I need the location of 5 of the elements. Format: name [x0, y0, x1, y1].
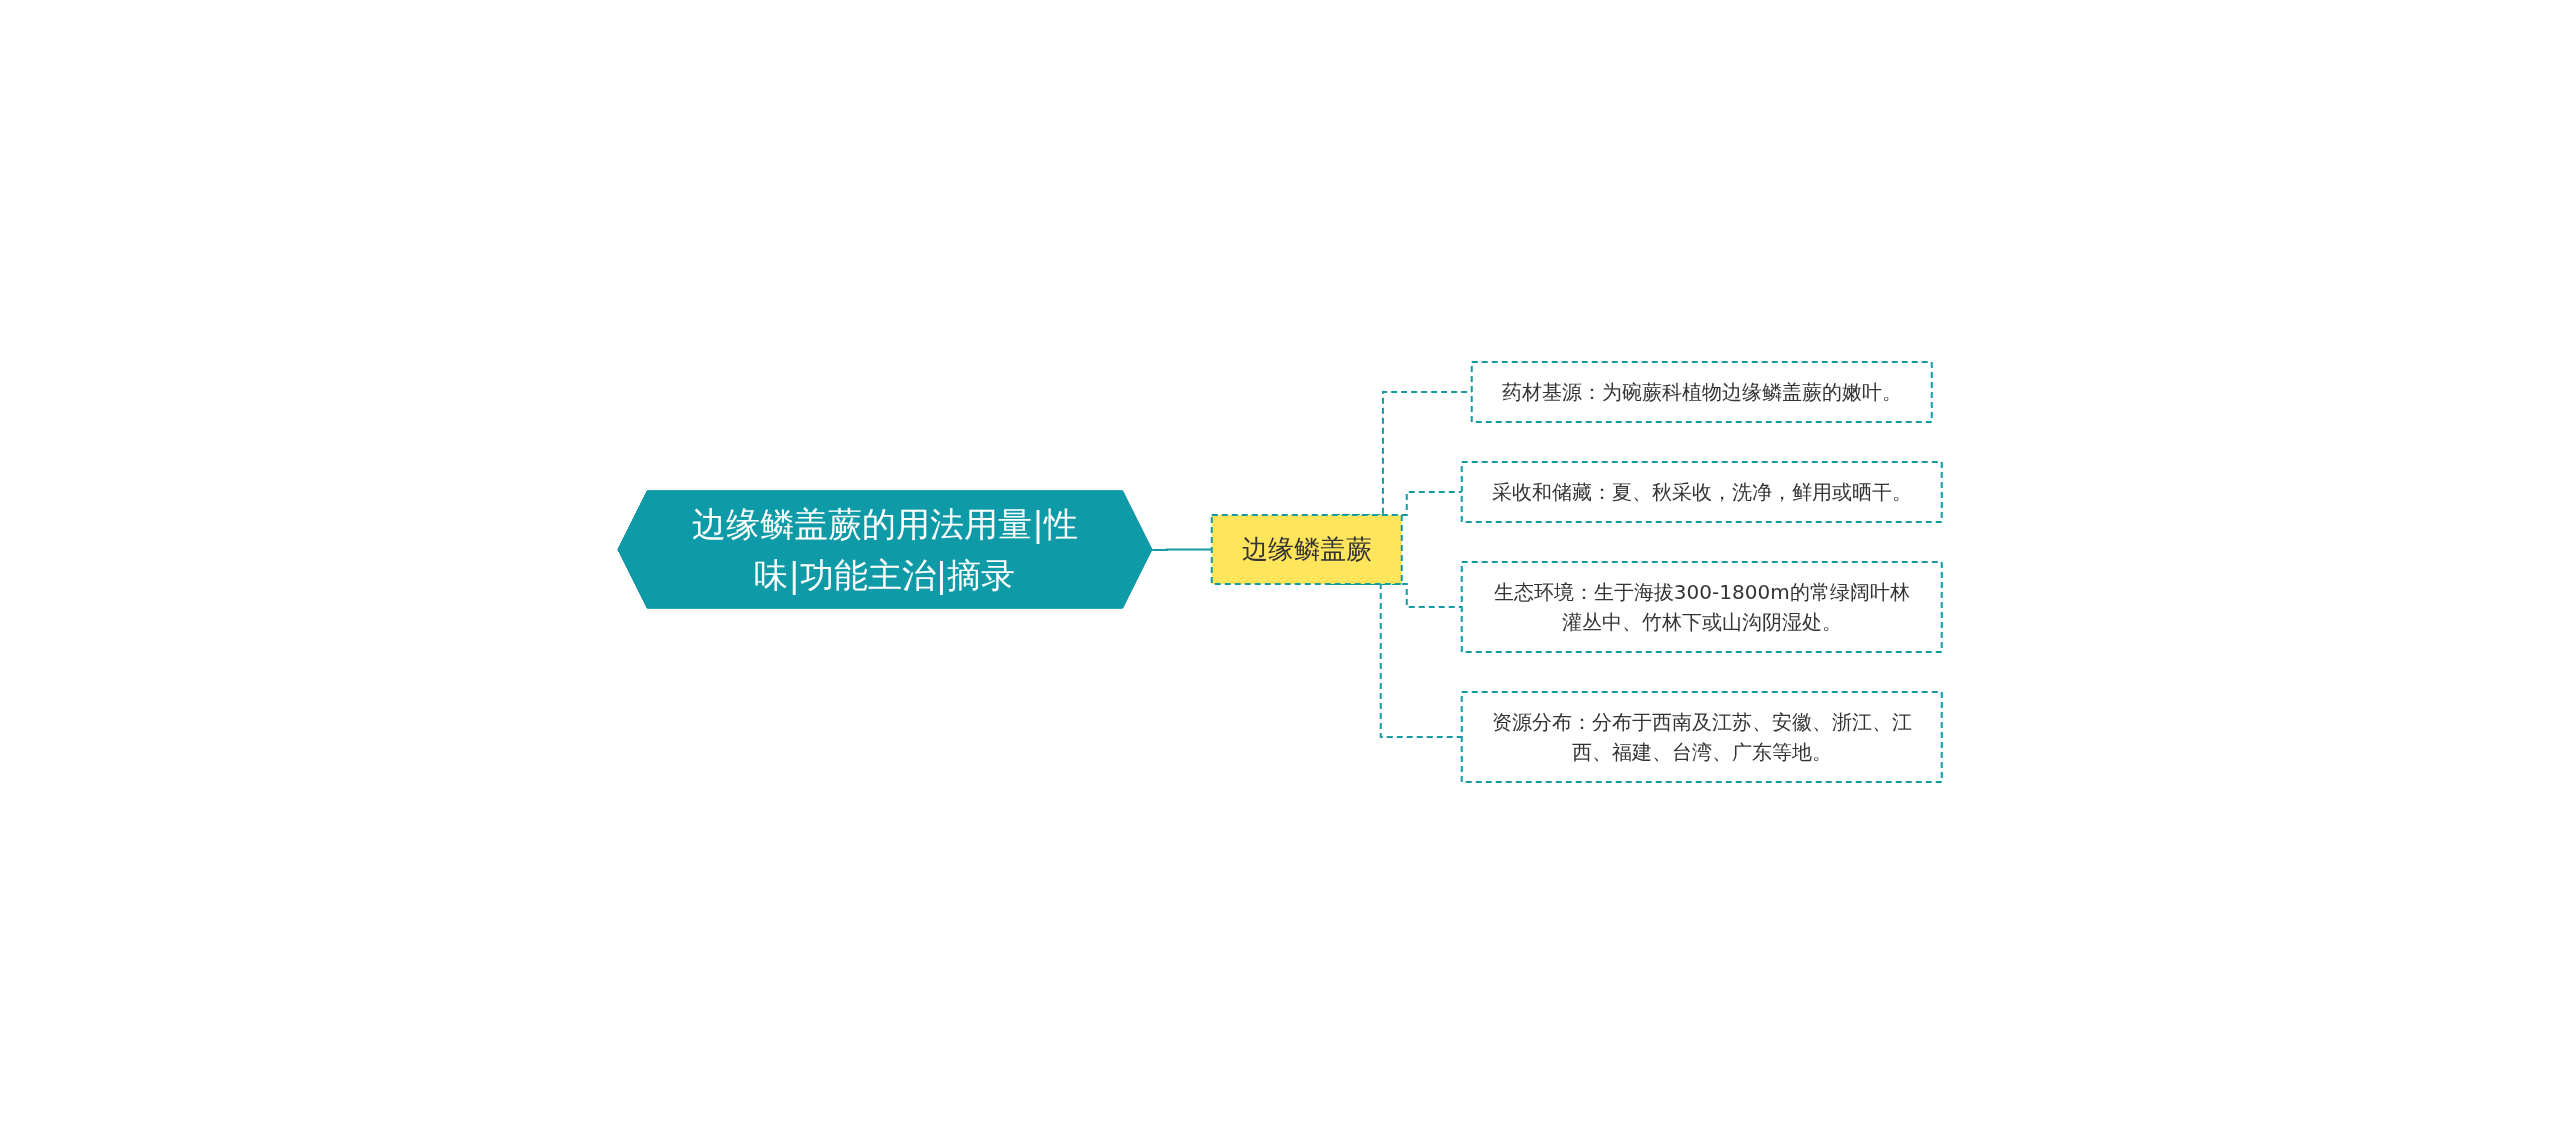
node-box: 采收和储藏：夏、秋采收，洗净，鲜用或晒干。 [1460, 460, 1943, 523]
node-box: 生态环境：生于海拔300-1800m的常绿阔叶林灌丛中、竹林下或山沟阴湿处。 [1460, 560, 1943, 653]
node-box: 资源分布：分布于西南及江苏、安徽、浙江、江西、福建、台湾、广东等地。 [1460, 690, 1943, 783]
node-box: 药材基源：为碗蕨科植物边缘鳞盖蕨的嫩叶。 [1470, 360, 1933, 423]
node-box: 边缘鳞盖蕨 [1210, 513, 1403, 585]
